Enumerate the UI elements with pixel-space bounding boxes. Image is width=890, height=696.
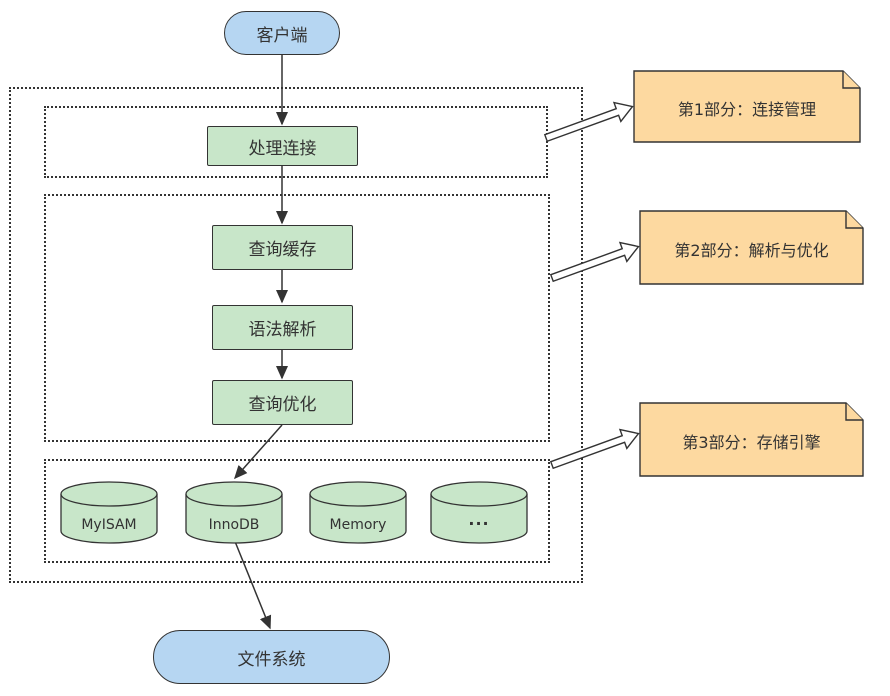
cylinder-more [430, 481, 528, 544]
note-connection-management: 第1部分：连接管理 [677, 100, 817, 119]
parse-optimize-layer-group [44, 194, 550, 442]
storage-engine-layer-group [44, 459, 550, 563]
note-shape-2 [639, 210, 864, 285]
engine-label-myisam: MyISAM [81, 517, 137, 533]
cylinder-memory [309, 481, 407, 544]
engine-label-more: ... [468, 509, 490, 529]
process-connection: 处理连接 [207, 126, 358, 166]
filesystem-node: 文件系统 [153, 630, 390, 684]
block-arrow-3 [549, 428, 640, 470]
note-parse-optimize: 第2部分：解析与优化 [674, 241, 829, 260]
block-arrow-1 [543, 101, 634, 143]
engine-label-memory: Memory [329, 517, 387, 533]
cylinder-myisam [60, 481, 158, 544]
client-node: 客户端 [224, 11, 340, 55]
arrow-optimize-to-innodb [234, 424, 283, 480]
note-shape-1 [633, 70, 861, 143]
note-shape-3 [639, 402, 864, 477]
engine-label-innodb: InnoDB [208, 517, 260, 533]
note-storage-engine: 第3部分：存储引擎 [682, 433, 821, 452]
arrow-innodb-to-filesystem [233, 538, 272, 630]
process-query-optimize: 查询优化 [212, 380, 353, 425]
cylinder-innodb [185, 481, 283, 544]
block-arrow-2 [549, 241, 640, 283]
outer-server-boundary [9, 87, 583, 583]
process-syntax-parse: 语法解析 [212, 305, 353, 350]
process-query-cache: 查询缓存 [212, 225, 353, 270]
